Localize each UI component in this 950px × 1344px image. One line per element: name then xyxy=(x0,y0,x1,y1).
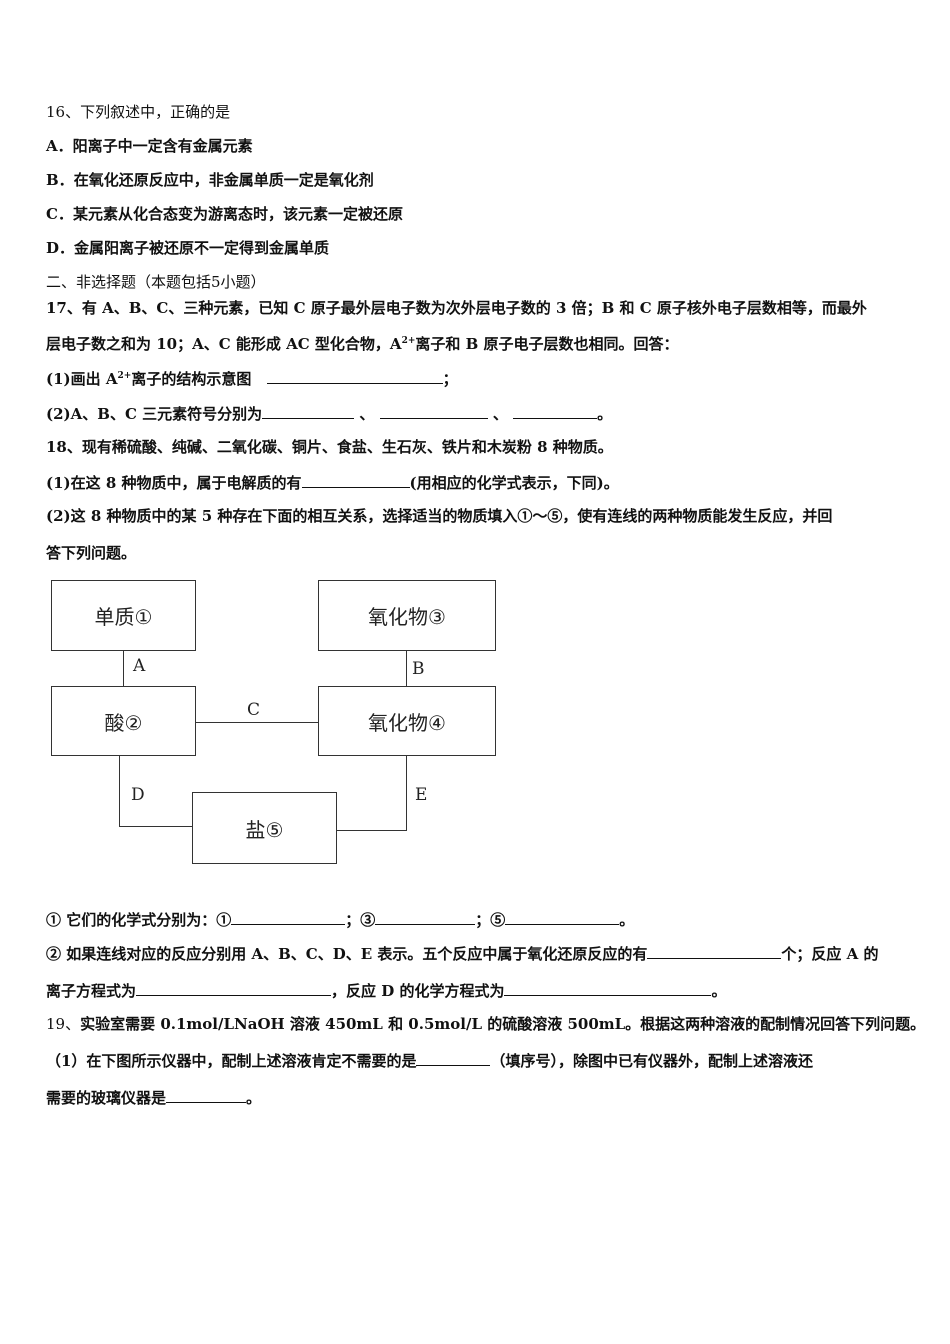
text: 。 xyxy=(619,911,635,929)
label-c: C xyxy=(247,700,261,720)
text: （1）在下图所示仪器中，配制上述溶液肯定不需要的是 xyxy=(46,1052,417,1070)
text: 。 xyxy=(597,405,613,423)
connector-d-vertical xyxy=(119,756,121,827)
q16-stem: 16、下列叙述中，正确的是 xyxy=(46,103,231,121)
text: (1)在这 8 种物质中，属于电解质的有 xyxy=(46,474,302,492)
separator: 、 xyxy=(492,405,508,423)
text: 实验室需要 0.1mol/LNaOH 溶液 450mL 和 0.5mol/L 的… xyxy=(80,1015,926,1033)
text: (2)A、B、C 三元素符号分别为 xyxy=(46,405,263,423)
option-text: 某元素从化合态变为游离态时，该元素一定被还原 xyxy=(72,205,403,223)
option-key: B． xyxy=(46,171,74,189)
answer-blank[interactable] xyxy=(513,403,598,419)
q19-part1-line2: 需要的玻璃仪器是 。 xyxy=(46,1087,920,1108)
label-e: E xyxy=(415,785,428,805)
text: 。 xyxy=(603,474,619,492)
connector-a xyxy=(123,651,125,686)
text: ，反应 D 的化学方程式为 xyxy=(331,982,505,1000)
q16-option-a: A．阳离子中一定含有金属元素 xyxy=(46,136,920,156)
label-b: B xyxy=(412,659,425,679)
superscript: 2+ xyxy=(117,371,132,381)
text: 个；反应 A 的 xyxy=(781,945,879,963)
answer-blank[interactable] xyxy=(379,403,488,419)
connector-d-horizontal xyxy=(119,826,192,828)
box-oxide-4: 氧化物④ xyxy=(318,686,496,756)
q18-part2-line1: (2)这 8 种物质中的某 5 种存在下面的相互关系，选择适当的物质填入①～⑤，… xyxy=(46,507,833,525)
box-elemental-1: 单质① xyxy=(51,580,196,651)
answer-blank[interactable] xyxy=(647,943,782,959)
q18-part1: (1)在这 8 种物质中，属于电解质的有 (用相应的化学式表示，下同)。 xyxy=(46,472,920,493)
connector-c xyxy=(196,722,318,724)
answer-blank[interactable] xyxy=(166,1087,247,1103)
q18-sub2-line2: 离子方程式为 ，反应 D 的化学方程式为 。 xyxy=(46,980,920,1001)
q17-line1: 17、有 A、B、C、三种元素，已知 C 原子最外层电子数为次外层电子数的 3 … xyxy=(46,299,867,317)
q16-option-b: B．在氧化还原反应中，非金属单质一定是氧化剂 xyxy=(46,170,920,190)
text: ① 它们的化学式分别为：① xyxy=(46,911,232,929)
q16-option-d: D．金属阳离子被还原不一定得到金属单质 xyxy=(46,238,920,258)
answer-blank[interactable] xyxy=(504,980,712,996)
option-key: A． xyxy=(46,137,73,155)
q18-sub2-line1: ② 如果连线对应的反应分别用 A、B、C、D、E 表示。五个反应中属于氧化还原反… xyxy=(46,943,920,964)
separator: 、 xyxy=(359,405,375,423)
box-acid-2: 酸② xyxy=(51,686,196,756)
option-text: 在氧化还原反应中，非金属单质一定是氧化剂 xyxy=(73,171,374,189)
text: 层电子数之和为 10；A、C 能形成 AC 型化合物，A xyxy=(46,335,402,353)
option-text: 阳离子中一定含有金属元素 xyxy=(72,137,253,155)
superscript: 2+ xyxy=(401,336,416,346)
q18-stem: 18、现有稀硫酸、纯碱、二氧化碳、铜片、食盐、生石灰、铁片和木炭粉 8 种物质。 xyxy=(46,438,613,456)
text: 。 xyxy=(711,982,727,1000)
text: ② 如果连线对应的反应分别用 A、B、C、D、E 表示。五个反应中属于氧化还原反… xyxy=(46,945,648,963)
q17-part2: (2)A、B、C 三元素符号分别为 、 、 。 xyxy=(46,403,920,424)
text: (1)画出 A xyxy=(46,370,118,388)
q16-option-c: C．某元素从化合态变为游离态时，该元素一定被还原 xyxy=(46,204,920,224)
text: 离子和 B 原子电子层数也相同。回答： xyxy=(415,335,679,353)
q17-line2: 层电子数之和为 10；A、C 能形成 AC 型化合物，A2+离子和 B 原子电子… xyxy=(46,334,920,354)
answer-blank[interactable] xyxy=(266,368,443,384)
text: 。 xyxy=(246,1089,262,1107)
answer-blank[interactable] xyxy=(416,1050,491,1066)
option-key: C． xyxy=(46,205,73,223)
text: 离子方程式为 xyxy=(46,982,137,1000)
answer-blank[interactable] xyxy=(136,980,332,996)
text: （填序号），除图中已有仪器外，配制上述溶液还 xyxy=(490,1052,813,1070)
answer-blank[interactable] xyxy=(505,909,620,925)
text: (用相应的化学式表示，下同) xyxy=(409,474,604,492)
box-oxide-3: 氧化物③ xyxy=(318,580,496,651)
option-key: D． xyxy=(46,239,75,257)
text: ； xyxy=(442,370,458,388)
text: 需要的玻璃仪器是 xyxy=(46,1089,167,1107)
option-text: 金属阳离子被还原不一定得到金属单质 xyxy=(74,239,330,257)
connector-e-vertical xyxy=(406,756,408,831)
question-number: 19、 xyxy=(46,1015,81,1033)
box-salt-5: 盐⑤ xyxy=(192,792,337,864)
text: ；③ xyxy=(345,911,376,929)
text: 离子的结构示意图 xyxy=(131,370,252,388)
label-d: D xyxy=(131,785,145,805)
connector-b xyxy=(406,651,408,686)
label-a: A xyxy=(133,656,146,676)
q19-part1-line1: （1）在下图所示仪器中，配制上述溶液肯定不需要的是 （填序号），除图中已有仪器外，… xyxy=(46,1050,920,1071)
section-heading: 二、非选择题（本题包括5小题） xyxy=(46,273,266,291)
connector-e-horizontal xyxy=(337,830,407,832)
q19-line1: 19、实验室需要 0.1mol/LNaOH 溶液 450mL 和 0.5mol/… xyxy=(46,1014,950,1034)
answer-blank[interactable] xyxy=(262,403,355,419)
answer-blank[interactable] xyxy=(301,472,410,488)
q18-sub1: ① 它们的化学式分别为：① ；③ ；⑤ 。 xyxy=(46,909,920,930)
q17-part1: (1)画出 A2+离子的结构示意图 ； xyxy=(46,368,920,389)
text: ；⑤ xyxy=(475,911,506,929)
answer-blank[interactable] xyxy=(231,909,346,925)
answer-blank[interactable] xyxy=(375,909,476,925)
q18-part2-line2: 答下列问题。 xyxy=(46,544,137,562)
